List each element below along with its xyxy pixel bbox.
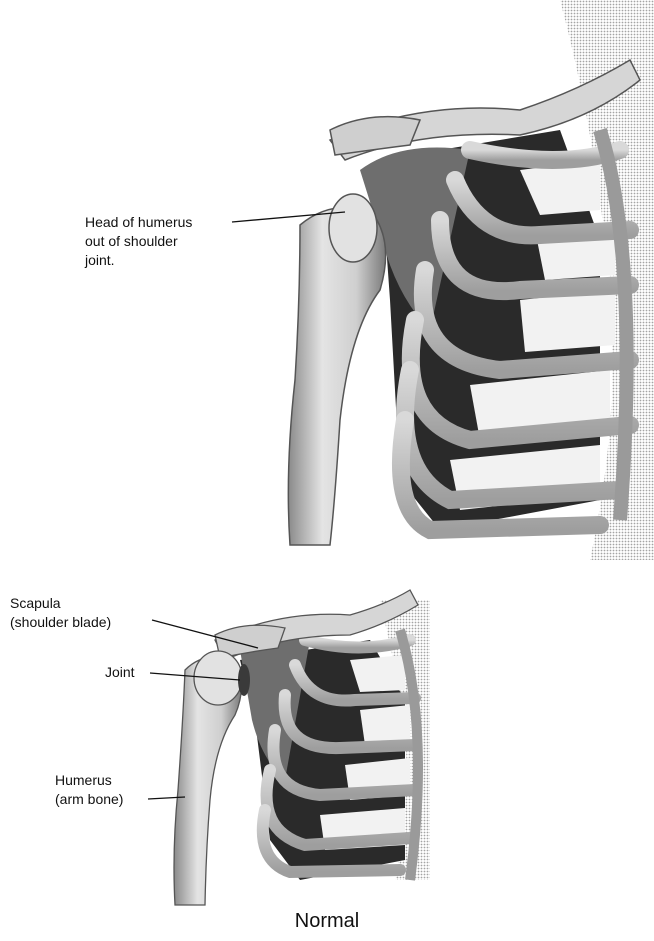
top-humeral-head: [329, 194, 377, 262]
humerus-label: Humerus (arm bone): [55, 771, 123, 809]
dislocated-head-label-line-2: out of shoulder: [85, 232, 192, 251]
joint-label: Joint: [105, 663, 135, 682]
dislocated-head-label: Head of humerus out of shoulder joint.: [85, 213, 192, 270]
scapula-label-line-2: (shoulder blade): [10, 613, 111, 632]
humerus-label-line-2: (arm bone): [55, 790, 123, 809]
scapula-label-line-1: Scapula: [10, 594, 111, 613]
scapula-label: Scapula (shoulder blade): [10, 594, 111, 632]
normal-shoulder-figure: [148, 590, 430, 905]
dislocated-head-label-line-1: Head of humerus: [85, 213, 192, 232]
humerus-label-line-1: Humerus: [55, 771, 123, 790]
top-humerus: [288, 207, 385, 545]
dislocated-head-label-line-3: joint.: [85, 251, 192, 270]
joint-label-text: Joint: [105, 663, 135, 682]
dislocated-shoulder-figure: [232, 0, 654, 560]
caption-normal: Normal: [0, 910, 654, 933]
